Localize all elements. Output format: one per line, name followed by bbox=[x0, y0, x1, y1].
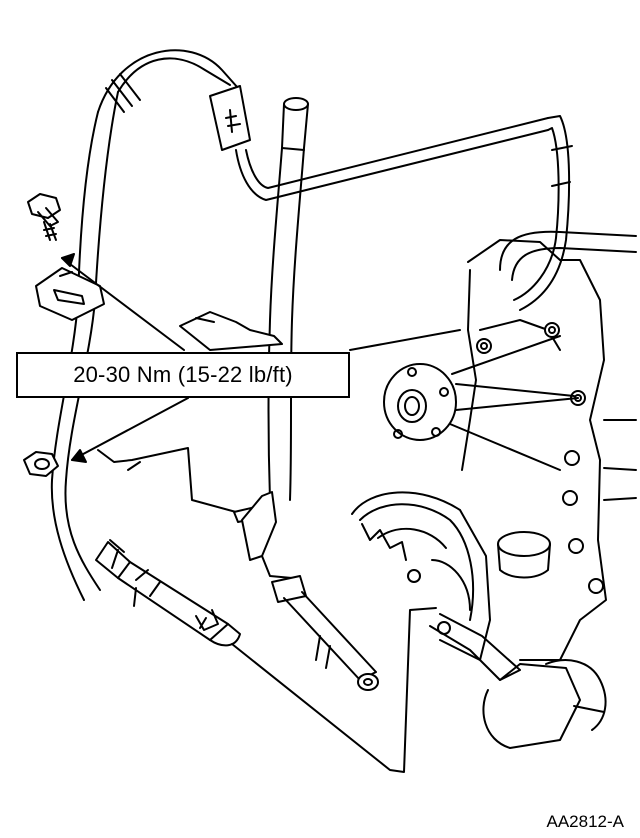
lower-middle-fitting bbox=[233, 491, 379, 691]
middle-clip bbox=[179, 311, 283, 351]
upper-bracket bbox=[35, 267, 105, 321]
figure-id-label: AA2812-A bbox=[546, 812, 625, 831]
lower-left-hose bbox=[95, 539, 437, 773]
cooler-line bbox=[97, 447, 237, 513]
upper-right-tube bbox=[499, 230, 637, 501]
drive-pulley bbox=[351, 491, 551, 661]
upper-bolt bbox=[27, 193, 61, 241]
pulley-hub bbox=[383, 335, 579, 471]
leader-arrows bbox=[61, 253, 461, 463]
pressure-line-upper bbox=[235, 115, 573, 311]
hose-clamp-upper bbox=[209, 85, 251, 151]
lower-right-hose bbox=[429, 613, 607, 749]
pump-housing bbox=[461, 239, 607, 661]
supply-tube bbox=[267, 97, 309, 501]
torque-spec-callout: 20-30 Nm (15-22 lb/ft) bbox=[16, 352, 350, 398]
lower-nut bbox=[23, 451, 59, 477]
